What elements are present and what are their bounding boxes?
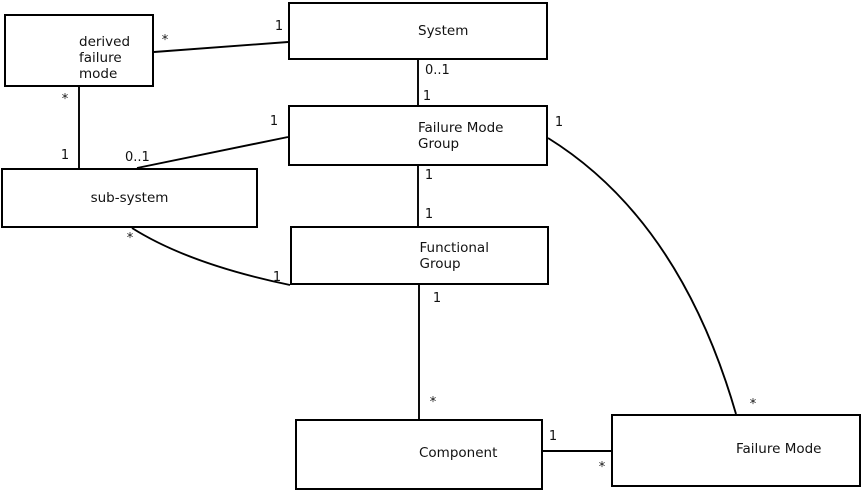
multiplicity-derived-to-subsystem-one: 1 [61, 148, 69, 163]
multiplicity-subsystem-to-functional-star: * [127, 231, 134, 246]
multiplicity-component-to-failuremode-star: * [599, 460, 606, 475]
multiplicity-fmg-to-failuremode-one: 1 [555, 115, 563, 130]
entity-failure-mode-group-label: Failure Mode Group [418, 119, 504, 152]
multiplicity-system-to-fmg-zero-one: 0..1 [425, 63, 450, 78]
multiplicity-functional-to-component-star: * [430, 395, 437, 410]
multiplicity-derived-to-system-one: 1 [275, 19, 283, 34]
multiplicity-derived-to-system-star: * [162, 33, 169, 48]
entity-derived-failure-mode-label: derived failure mode [79, 33, 131, 82]
entity-failure-mode-group: Failure Mode Group [288, 105, 548, 166]
entity-component: Component [295, 419, 543, 490]
multiplicity-fmg-to-functional-one-top: 1 [425, 168, 433, 183]
multiplicity-fmg-to-failuremode-star: * [750, 397, 757, 412]
edge-sub-system-functional-group [131, 227, 291, 286]
multiplicity-functional-to-component-one: 1 [433, 291, 441, 306]
multiplicity-subsystem-to-functional-one: 1 [273, 270, 281, 285]
edge-failure-mode-group-failure-mode [547, 137, 737, 415]
entity-sub-system-label: sub-system [90, 190, 169, 206]
entity-system: System [288, 2, 548, 60]
entity-functional-group-label: Functional Group [419, 239, 489, 272]
entity-failure-mode: Failure Mode [611, 414, 861, 487]
entity-derived-failure-mode: derived failure mode [4, 14, 154, 87]
entity-functional-group: Functional Group [290, 226, 549, 285]
entity-failure-mode-label: Failure Mode [736, 440, 822, 457]
multiplicity-subsystem-to-fmg-one: 1 [270, 114, 278, 129]
entity-sub-system: sub-system [1, 168, 258, 228]
multiplicity-derived-to-subsystem-star: * [62, 92, 69, 107]
multiplicity-system-to-fmg-one: 1 [423, 89, 431, 104]
multiplicity-component-to-failuremode-one: 1 [549, 429, 557, 444]
multiplicity-fmg-to-functional-one-bottom: 1 [425, 207, 433, 222]
edge-sub-system-failure-mode-group [136, 136, 289, 169]
multiplicity-subsystem-to-fmg-zero-one: 0..1 [125, 150, 150, 165]
entity-system-label: System [418, 23, 469, 39]
entity-component-label: Component [419, 444, 498, 461]
edge-derived-failure-mode-system [153, 41, 289, 53]
